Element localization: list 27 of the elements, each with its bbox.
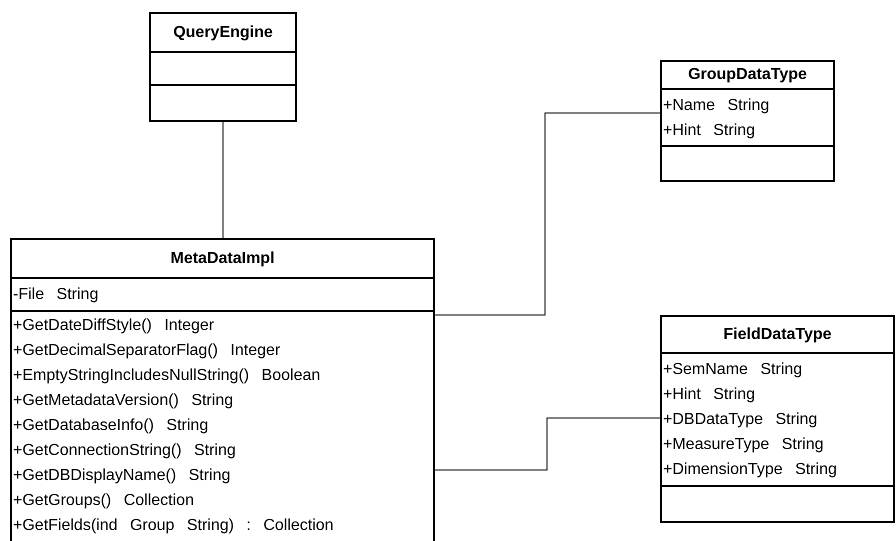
class-box [660, 315, 895, 523]
member-text: +GetDecimalSeparatorFlag() Integer [13, 341, 280, 361]
member-text: +DimensionType String [663, 460, 837, 480]
class-box [149, 12, 297, 122]
class-name: QueryEngine [173, 22, 273, 42]
member-text: +EmptyStringIncludesNullString() Boolean [13, 366, 320, 386]
class-box [10, 238, 435, 541]
member-text: +GetConnectionString() String [13, 441, 236, 461]
member-text: +GetDateDiffStyle() Integer [13, 316, 214, 336]
member-text: -File String [13, 285, 98, 305]
member-text: +Hint String [663, 120, 756, 140]
class-name: GroupDataType [688, 65, 807, 85]
member-text: +Name String [663, 96, 770, 116]
member-text: +DBDataType String [663, 410, 818, 430]
member-text: +SemName String [663, 360, 802, 380]
class-box [660, 60, 835, 182]
connector-line [434, 418, 660, 470]
member-text: +MeasureType String [663, 435, 824, 455]
member-text: +Hint String [663, 385, 756, 405]
member-text: +GetDatabaseInfo() String [13, 416, 208, 436]
member-text: +GetGroups() Collection [13, 491, 194, 511]
member-text: +GetDBDisplayName() String [13, 466, 230, 486]
connector-line [434, 112, 660, 316]
member-text: +GetFields(ind Group String) : Collection [13, 516, 334, 536]
member-text: +GetMetadataVersion() String [13, 391, 234, 411]
class-name: FieldDataType [723, 324, 832, 344]
class-name: MetaDataImpl [170, 248, 275, 268]
